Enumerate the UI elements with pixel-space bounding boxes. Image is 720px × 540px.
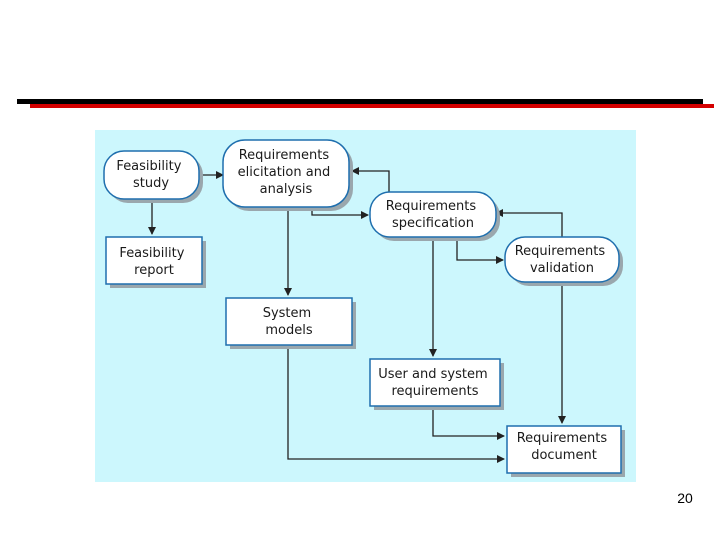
node-feasibility-study-label: Feasibility study [116, 159, 185, 191]
node-elicitation: Requirements elicitation and analysis [222, 139, 353, 211]
node-system-models: System models [225, 297, 356, 349]
header-rule-black [17, 99, 703, 104]
page-number: 20 [677, 490, 693, 506]
node-feasibility-study: Feasibility study [103, 150, 203, 203]
arrow-specification-to-elicitation [351, 167, 390, 192]
arrow-validation-to-specification [495, 209, 563, 237]
node-feasibility-report: Feasibility report [105, 236, 206, 288]
arrow-specification-to-validation [456, 237, 504, 264]
node-elicitation-label: Requirements elicitation and analysis [238, 148, 335, 197]
node-specification-label: Requirements specification [386, 199, 481, 231]
arrow-user-requirements-to-document [432, 406, 505, 440]
node-requirements-document-label: Requirements document [517, 431, 612, 463]
connectors [148, 167, 566, 463]
node-specification: Requirements specification [369, 191, 500, 241]
node-validation-label: Requirements validation [515, 244, 610, 276]
node-system-models-label: System models [263, 306, 316, 338]
node-requirements-document: Requirements document [506, 425, 625, 477]
node-user-system-requirements: User and system requirements [369, 358, 504, 410]
arrow-system-models-to-document [287, 345, 505, 463]
node-user-system-requirements-label: User and system requirements [378, 367, 492, 399]
header-rule-red [30, 104, 714, 108]
node-validation: Requirements validation [504, 236, 623, 286]
node-feasibility-report-label: Feasibility report [119, 246, 188, 278]
